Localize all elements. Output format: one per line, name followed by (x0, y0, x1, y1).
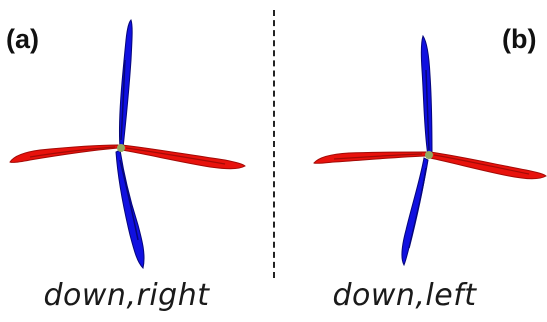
divider-line (273, 10, 275, 278)
lower-arm (401, 157, 429, 267)
panel-a-label: (a) (6, 24, 39, 54)
panel-b-caption: down,left (332, 278, 477, 313)
panel-b-molecule (313, 34, 547, 267)
center-atom (117, 144, 125, 152)
lower-arm (115, 149, 145, 269)
panel-b: (b) down,left (274, 0, 547, 322)
panel-b-label: (b) (502, 24, 537, 54)
panel-a-molecule (9, 19, 246, 269)
center-atom (425, 151, 433, 159)
left-arm (313, 151, 427, 164)
panel-a-caption: down,right (43, 278, 210, 313)
panel-a: (a) down,right (0, 0, 273, 322)
